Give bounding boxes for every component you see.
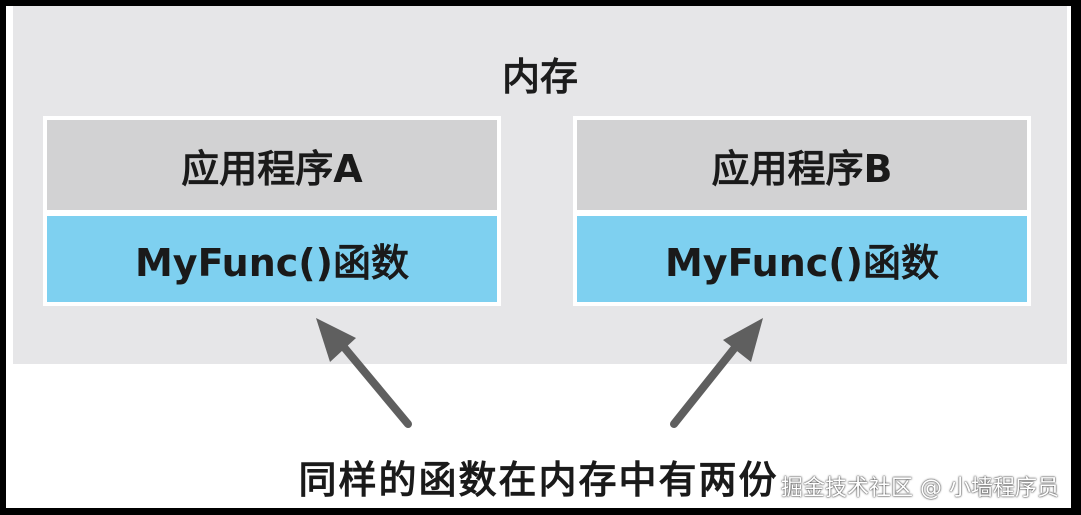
memory-title: 内存: [501, 55, 578, 99]
app-box-a: 应用程序A MyFunc()函数: [43, 116, 501, 306]
app-a-name: 应用程序A: [47, 120, 497, 210]
diagram-caption: 同样的函数在内存中有两份: [298, 458, 779, 502]
app-a-function: MyFunc()函数: [47, 216, 497, 302]
app-b-function: MyFunc()函数: [577, 216, 1027, 302]
watermark: 掘金技术社区 @ 小墙程序员: [781, 476, 1059, 501]
app-box-b: 应用程序B MyFunc()函数: [573, 116, 1031, 306]
diagram-canvas: 内存 应用程序A MyFunc()函数 应用程序B MyFunc()函数 同样的…: [6, 6, 1071, 508]
app-b-name: 应用程序B: [577, 120, 1027, 210]
arrows-layer: [316, 318, 763, 428]
arrow-to-app-b: [670, 318, 763, 428]
memory-region: 内存 应用程序A MyFunc()函数 应用程序B MyFunc()函数: [13, 6, 1067, 364]
arrow-to-app-a: [316, 318, 412, 428]
